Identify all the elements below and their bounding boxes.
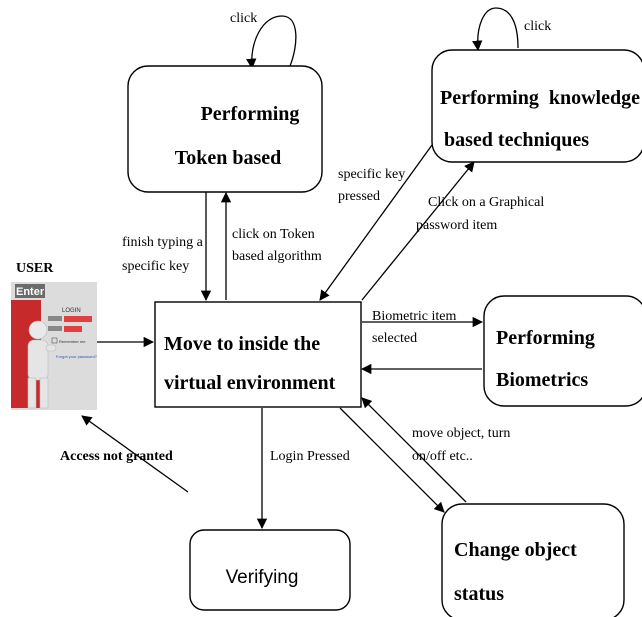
label-click-token-2: based algorithm [232, 249, 322, 264]
edge-change-object-to-virtual [361, 397, 467, 503]
node-change-line2: status [454, 583, 504, 605]
label-token-click: click [230, 11, 257, 26]
label-specific-key-2: pressed [338, 189, 380, 204]
user-label: USER [16, 261, 54, 276]
node-biometrics-line1: Performing [496, 327, 595, 349]
edge-virtual-to-knowledge [361, 161, 475, 301]
edge-virtual-to-change-object [339, 407, 445, 513]
label-move-object-1: move object, turn [412, 426, 510, 441]
login-forgot-text: Forgot your password? [56, 354, 98, 359]
node-change-line1: Change object [454, 539, 577, 561]
user-actor: USER Enter LOGIN Remember me Forgot your… [11, 261, 98, 410]
edge-knowledge-self-loop [472, 7, 519, 52]
node-biometrics-line2: Biometrics [496, 369, 588, 391]
node-change-object-status: Change object status [441, 503, 625, 617]
node-verifying-label: Verifying [226, 567, 299, 588]
node-knowledge-based: Performing knowledge based techniques [431, 49, 642, 163]
edge-knowledge-to-virtual [319, 144, 433, 301]
label-access-not-granted: Access not granted [60, 449, 173, 464]
node-biometrics: Performing Biometrics [483, 295, 642, 407]
label-biometric-selected-2: selected [372, 331, 417, 346]
label-click-token-1: click on Token [232, 227, 315, 242]
node-token-line1: Performing [201, 103, 300, 125]
label-login-pressed: Login Pressed [270, 449, 350, 464]
edge-access-not-granted [81, 415, 189, 493]
login-logo-text: Enter [16, 286, 45, 298]
node-virtual-line2: virtual environment [164, 372, 336, 394]
node-token-line2: Token based [175, 147, 282, 169]
label-click-graphical-2: password item [416, 218, 497, 233]
label-biometric-selected-1: Biometric item [372, 309, 456, 324]
label-finish-typing-2: specific key [122, 259, 189, 274]
node-virtual-line1: Move to inside the [164, 333, 320, 355]
edge-token-self-loop [246, 15, 297, 70]
label-click-graphical-1: Click on a Graphical [428, 195, 544, 210]
label-finish-typing-1: finish typing a [122, 235, 204, 250]
node-token-based: Performing Token based [127, 65, 323, 193]
node-verifying: Verifying [189, 529, 351, 611]
label-knowledge-click: click [524, 19, 551, 34]
node-knowledge-line1: Performing knowledge [440, 87, 640, 109]
node-virtual-environment: Move to inside the virtual environment [154, 301, 362, 408]
login-illustration: Enter LOGIN Remember me Forgot your pass… [11, 282, 98, 410]
login-title: LOGIN [62, 308, 81, 314]
node-knowledge-line2: based techniques [444, 129, 589, 151]
login-remember-text: Remember me [59, 339, 86, 344]
label-move-object-2: on/off etc.. [412, 449, 473, 464]
label-specific-key-1: specific key [338, 167, 405, 182]
